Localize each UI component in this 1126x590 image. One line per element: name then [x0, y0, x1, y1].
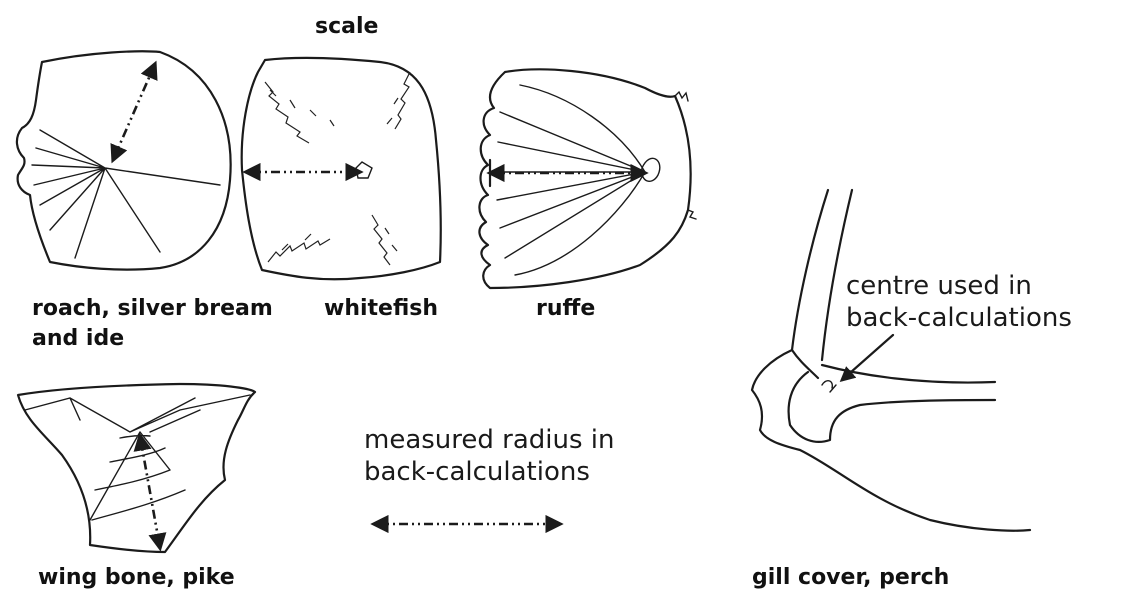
roach-label-line2: and ide	[32, 326, 124, 351]
radius-legend-line2: back-calculations	[364, 456, 590, 488]
centre-label-line2: back-calculations	[846, 302, 1072, 334]
whitefish-label: whitefish	[324, 296, 438, 321]
gill-cover-drawing	[752, 190, 1030, 531]
wing-bone-label: wing bone, pike	[38, 565, 235, 590]
ruffe-scale-drawing	[479, 69, 696, 288]
scale-heading: scale	[315, 14, 378, 39]
centre-label-line1: centre used in	[846, 270, 1032, 302]
radius-legend-line1: measured radius in	[364, 424, 615, 456]
ruffe-label: ruffe	[536, 296, 595, 321]
roach-label-line1: roach, silver bream	[32, 296, 273, 321]
wing-bone-drawing	[18, 384, 255, 552]
roach-scale-drawing	[17, 51, 231, 269]
whitefish-scale-drawing	[242, 58, 441, 279]
gill-cover-label: gill cover, perch	[752, 565, 949, 590]
